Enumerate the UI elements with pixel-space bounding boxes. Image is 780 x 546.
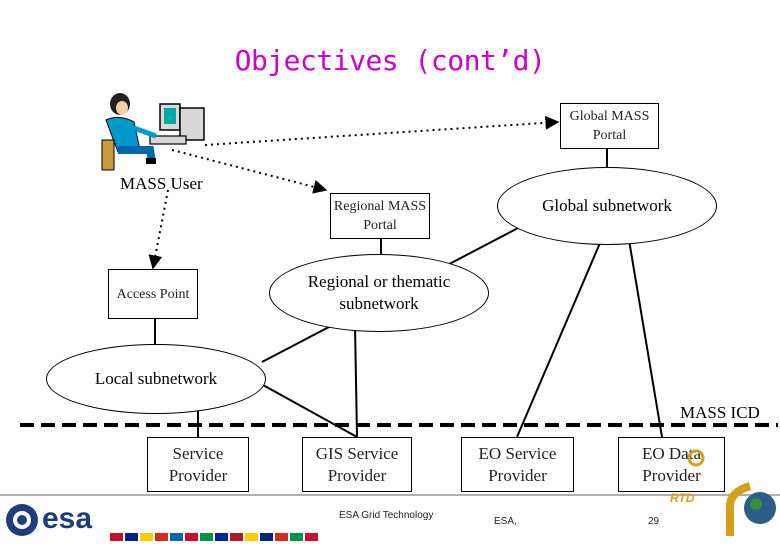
page-number: 29	[648, 516, 660, 527]
access-point-label: Access Point	[116, 286, 190, 302]
regional-portal-label: Regional MASS Portal	[333, 199, 427, 233]
esa-emblem-icon	[6, 504, 38, 536]
global-subnetwork-ellipse[interactable]: Global subnetwork	[497, 167, 717, 245]
rtd-logo: RTD	[668, 446, 778, 540]
mass-user-label: MASS User	[120, 174, 203, 193]
global-to-eo-data-line	[627, 233, 663, 438]
footer-esa-text: ESA,	[494, 516, 517, 527]
user-to-access-point-arrow	[148, 189, 169, 270]
eo-data-provider-box[interactable]: EO Data Provider	[618, 437, 725, 492]
member-flags	[110, 528, 330, 541]
footer-divider	[0, 494, 780, 496]
mass-icd-label: MASS ICD	[680, 403, 760, 422]
service-provider-label: Service Provider	[168, 443, 228, 485]
global-to-eo-service-line	[516, 235, 604, 438]
rtd-text: RTD	[670, 491, 695, 505]
gis-provider-box[interactable]: GIS Service Provider	[302, 437, 412, 492]
access-point-box[interactable]: Access Point	[108, 269, 198, 319]
regional-portal-box[interactable]: Regional MASS Portal	[330, 193, 430, 239]
global-subnetwork-label: Global subnetwork	[542, 196, 672, 215]
local-subnetwork-ellipse[interactable]: Local subnetwork	[46, 344, 266, 414]
esa-logo: esa	[0, 500, 110, 540]
local-to-gis-line	[262, 384, 358, 438]
footer-center-text: ESA Grid Technology	[339, 510, 434, 521]
eo-data-provider-label: EO Data Provider	[641, 443, 701, 485]
eo-service-provider-label: EO Service Provider	[478, 443, 557, 485]
page-title: Objectives (cont’d)	[234, 44, 546, 77]
user-to-regional-portal-arrow	[171, 149, 328, 194]
global-portal-box[interactable]: Global MASS Portal	[560, 103, 659, 149]
user-at-computer-icon	[101, 93, 205, 171]
regional-subnetwork-label: Regional or thematic subnetwork	[307, 272, 451, 313]
eo-service-provider-box[interactable]: EO Service Provider	[461, 437, 574, 492]
regional-to-gis-line	[354, 324, 358, 438]
global-portal-label: Global MASS Portal	[569, 109, 650, 143]
regional-subnetwork-ellipse[interactable]: Regional or thematic subnetwork	[269, 254, 489, 332]
service-provider-box[interactable]: Service Provider	[147, 437, 249, 492]
user-to-global-portal-arrow	[204, 115, 560, 146]
gis-provider-label: GIS Service Provider	[315, 443, 399, 485]
esa-logo-text: esa	[42, 502, 93, 535]
rtd-emblem-icon	[687, 449, 776, 536]
local-subnetwork-label: Local subnetwork	[94, 369, 218, 388]
